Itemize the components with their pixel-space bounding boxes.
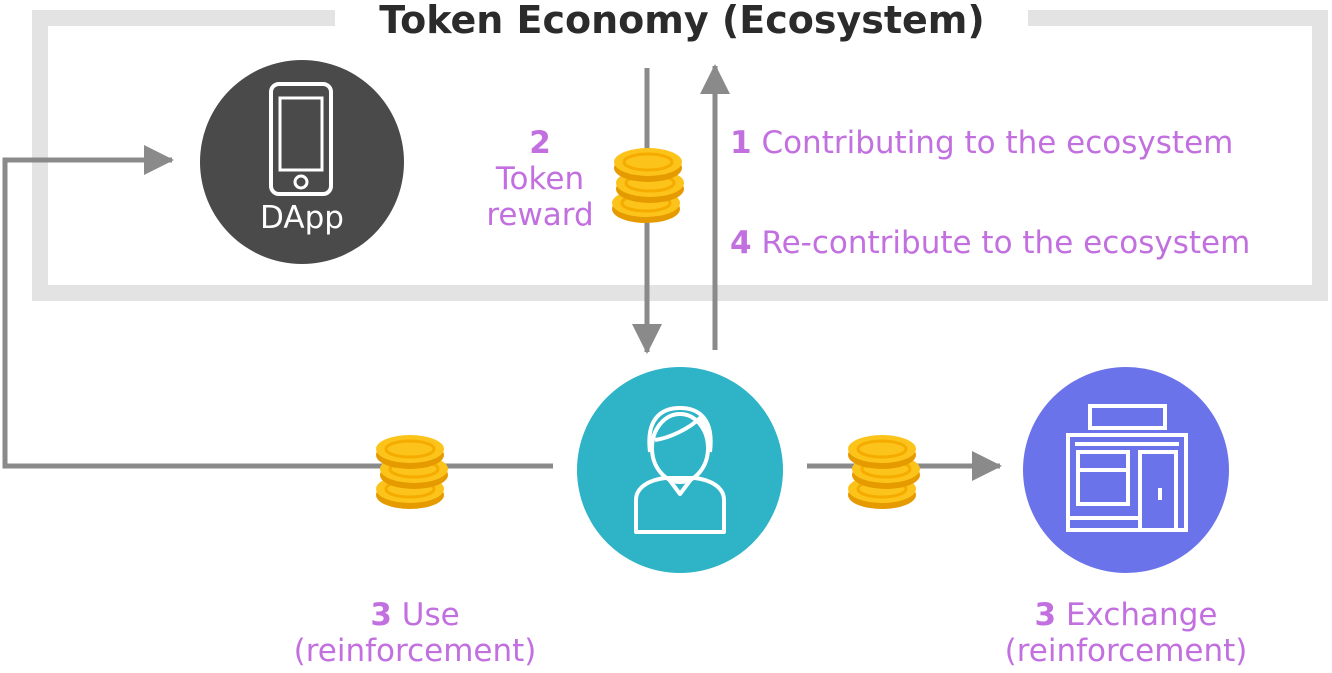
token-reward-line1: Token [495,161,585,197]
token-reward-line2: reward [486,197,594,233]
use-line1: Use [401,597,460,633]
contributing-label: 1 Contributing to the ecosystem [730,125,1233,161]
contributing-text: Contributing to the ecosystem [761,125,1234,161]
recontribute-number: 4 [730,225,752,261]
person-icon [634,406,726,534]
exchange-label: 3 Exchange (reinforcement) [966,597,1286,669]
user-node [577,367,783,573]
contributing-number: 1 [730,125,752,161]
use-label: 3 Use (reinforcement) [250,597,580,669]
ecosystem-frame [32,10,1328,301]
coin-stack-icon [374,433,450,511]
dapp-node [200,60,404,264]
exchange-line1: Exchange [1065,597,1218,633]
use-number: 3 [370,597,392,633]
exchange-line2: (reinforcement) [1004,633,1248,669]
token-reward-number: 2 [529,125,551,161]
shop-icon [1066,404,1188,532]
exchange-node [1023,367,1229,573]
token-reward-label: 2 Token reward [470,125,610,233]
use-line2: (reinforcement) [293,633,537,669]
smartphone-icon [269,82,333,196]
dapp-label: DApp [260,200,344,236]
recontribute-label: 4 Re-contribute to the ecosystem [730,225,1250,261]
diagram-title: Token Economy (Ecosystem) [379,0,985,42]
exchange-number: 3 [1034,597,1057,633]
recontribute-text: Re-contribute to the ecosystem [761,225,1251,261]
use-arrow [2,145,553,469]
coin-stack-icon [846,433,922,511]
coin-stack-icon [610,146,686,225]
